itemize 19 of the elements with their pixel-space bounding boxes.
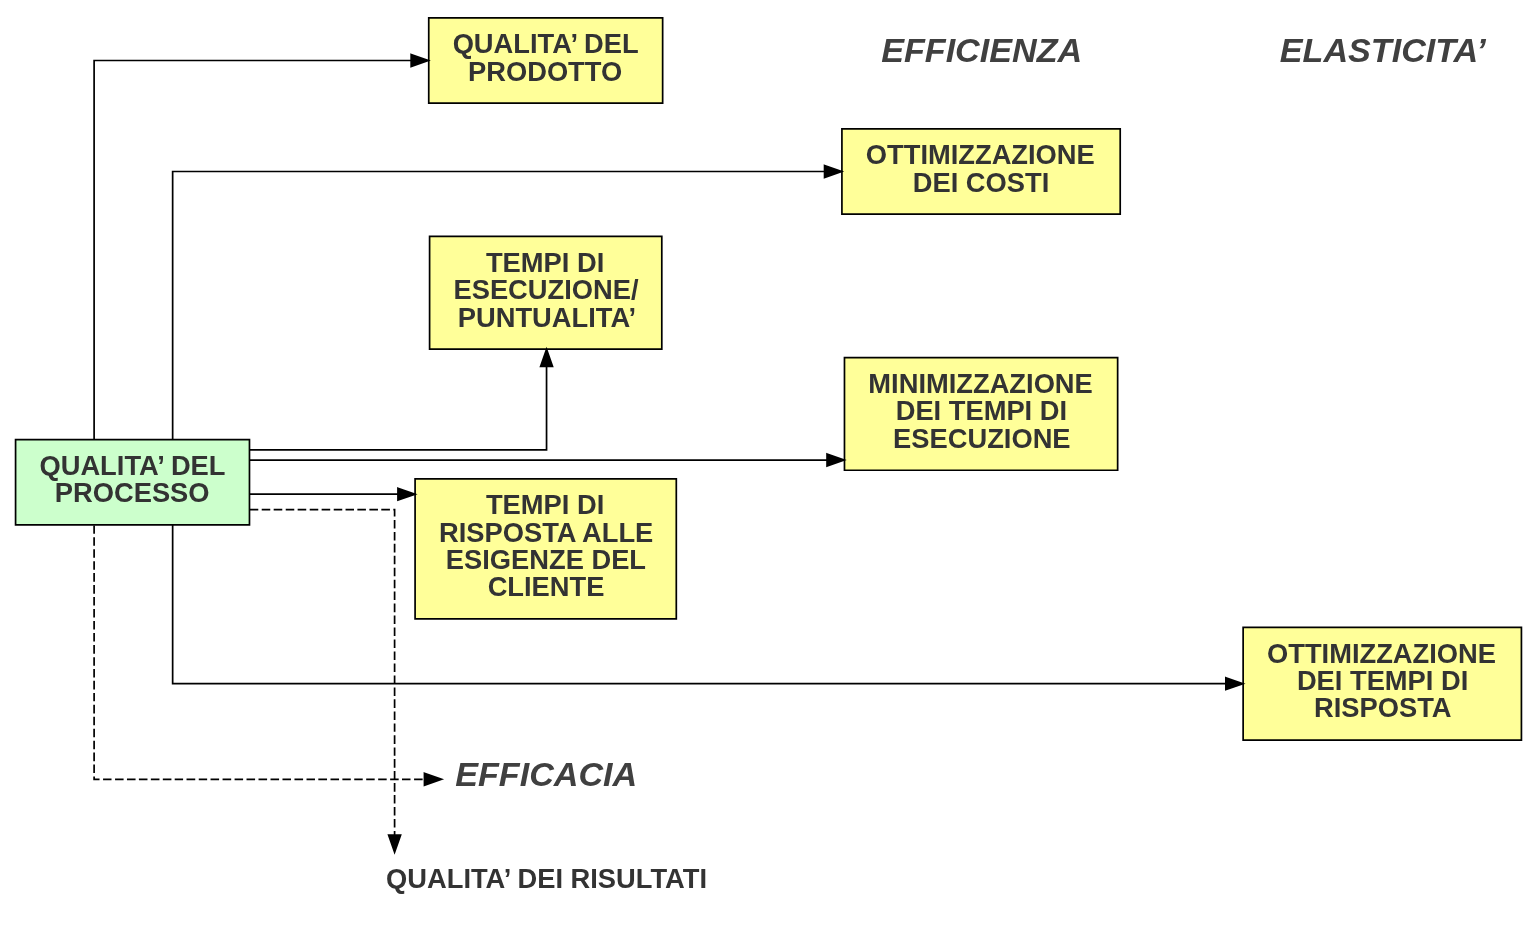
node-box: QUALITA’ DEL PROCESSO [14,438,251,526]
arrow [248,508,402,855]
node-box: TEMPI DI RISPOSTA ALLE ESIGENZE DEL CLIENTE [414,477,678,620]
node-text: QUALITA’ DEI RISULTATI [386,863,708,895]
label: ELASTICITA’ [1279,31,1486,70]
node-box: OTTIMIZZAZIONE DEI COSTI [841,127,1122,216]
arrow [248,487,418,502]
node-text: EFFICACIA [455,755,638,794]
label: EFFICIENZA [881,31,1083,70]
arrow [93,524,445,787]
arrow [171,164,845,440]
arrow [248,452,847,468]
arrow [248,346,554,451]
node-box: OTTIMIZZAZIONE DEI TEMPI DI RISPOSTA [1242,626,1523,741]
node-box: TEMPI DI ESECUZIONE/ PUNTUALITA’ [428,235,663,350]
arrow [171,524,1246,691]
arrow [93,53,431,441]
node-box: QUALITA’ DEL PRODOTTO [427,16,664,105]
node-box: MINIMIZZAZIONE DEI TEMPI DI ESECUZIONE [843,356,1119,472]
